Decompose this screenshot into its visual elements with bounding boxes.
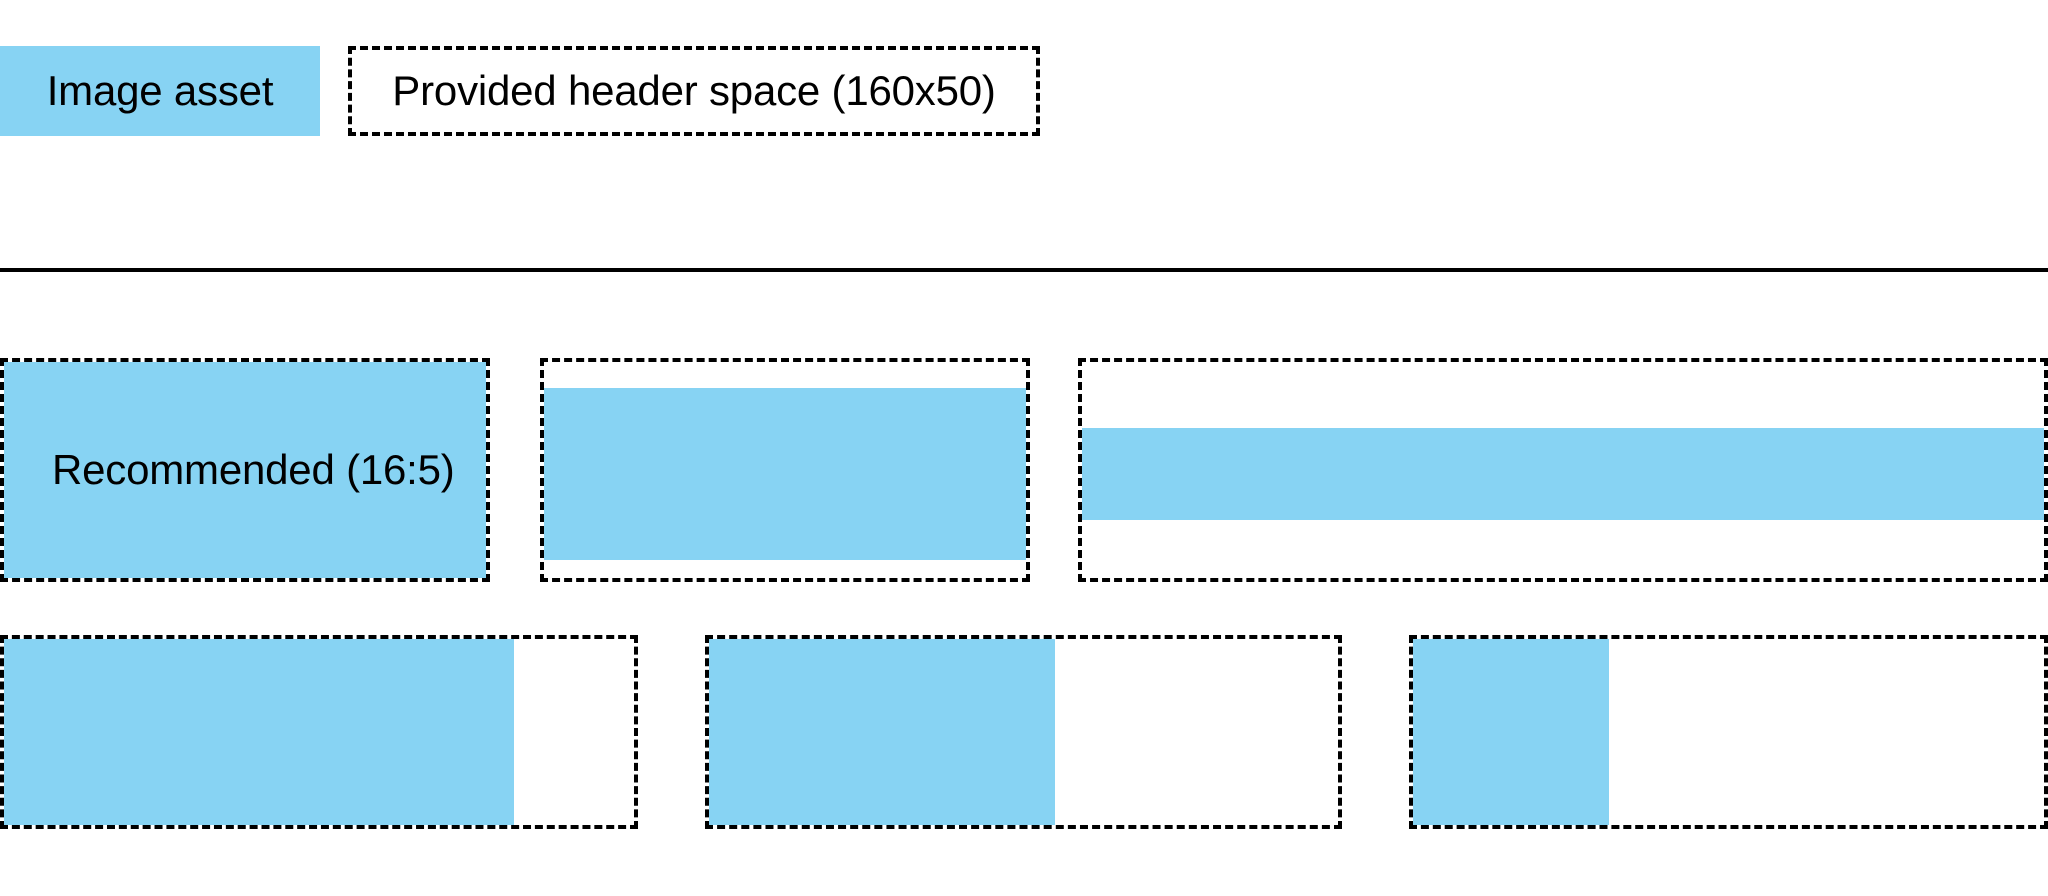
aspect-ratio-examples-row: Recommended (16:5) [0,358,2048,582]
ratio-cell-wider-asset [1078,358,2048,582]
ratio-cell-taller-asset [540,358,1030,582]
provided-header-space-label: Provided header space (160x50) [392,67,996,114]
width-cell-1-image-fill [4,639,515,825]
image-asset-swatch: Image asset [0,46,320,136]
ratio-cell-recommended: Recommended (16:5) [0,358,490,582]
width-cell-small [1409,635,2048,829]
ratio-cell-2-image-fill [544,388,1026,560]
ratio-cell-3-image-fill [1082,428,2044,520]
image-asset-label: Image asset [46,67,274,114]
section-divider [0,268,2048,272]
width-cell-medium [705,635,1342,829]
width-cell-3-image-fill [1413,639,1609,825]
width-cell-2-image-fill [709,639,1055,825]
width-cell-large [0,635,638,829]
header-legend-strip: Image asset Provided header space (160x5… [0,0,2048,270]
width-variation-examples-row [0,635,2048,829]
recommended-ratio-label: Recommended (16:5) [52,446,455,493]
ratio-cell-1-image-fill [4,362,486,578]
provided-header-space-box: Provided header space (160x50) [348,46,1040,136]
